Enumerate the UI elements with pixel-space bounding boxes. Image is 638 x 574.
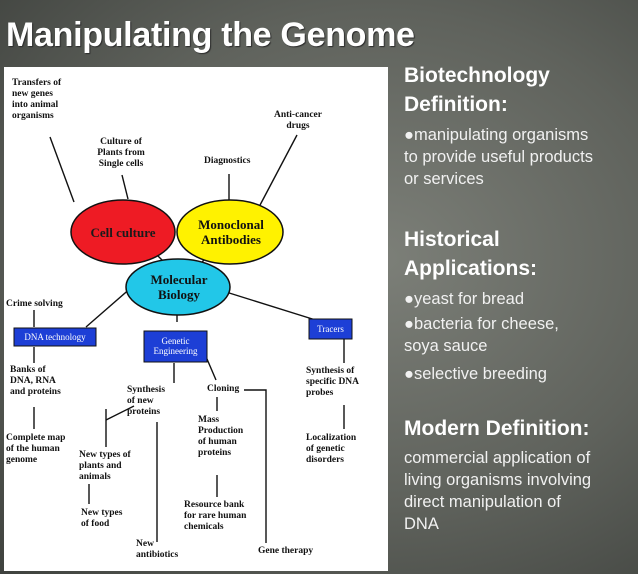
genetic-engineering-box — [143, 330, 208, 363]
dna-technology-label: DNA technology — [24, 332, 86, 342]
synthesis-proteins-label: Synthesis of new proteins — [127, 385, 166, 417]
gene-therapy-label: Gene therapy — [258, 546, 314, 556]
localization-label: Localization of genetic disorders — [306, 433, 357, 465]
synthesis-dna-label: Synthesis of specific DNA probes — [306, 366, 360, 398]
biotech-body: ●manipulating organisms to provide usefu… — [404, 126, 593, 188]
new-types-food-label: New types of food — [81, 508, 123, 529]
modern-body: commercial application of living organis… — [404, 449, 592, 533]
monoclonal-antibodies-oval — [176, 199, 284, 265]
modern-heading: Modern Definition: — [404, 417, 590, 440]
crime-solving-label: Crime solving — [6, 299, 63, 309]
anti-cancer-label: Anti-cancer drugs — [273, 110, 322, 131]
diagram-connectors — [13, 134, 353, 543]
historical-heading-2: Applications: — [404, 257, 538, 280]
biotechnology-diagram: Cell culture Monoclonal Antibodies Molec… — [4, 67, 388, 571]
resource-bank-label: Resource bank for rare human chemicals — [184, 500, 247, 532]
molecular-biology-label: Molecular Biology — [150, 272, 208, 302]
banks-label: Banks of DNA, RNA and proteins — [10, 365, 61, 397]
cloning-label: Cloning — [207, 384, 240, 394]
new-types-plants-label: New types of plants and animals — [79, 450, 131, 482]
monoclonal-antibodies-label: Monoclonal Antibodies — [198, 217, 264, 247]
cell-culture-oval — [70, 199, 176, 265]
slide-title: Manipulating the Genome — [6, 16, 415, 54]
dna-technology-box — [13, 327, 97, 347]
historical-item-yeast: ●yeast for bread — [404, 290, 525, 308]
transfers-label: Transfers of new genes into animal organ… — [12, 78, 62, 121]
genetic-engineering-label: Genetic Engineering — [153, 336, 198, 356]
tracers-label: Tracers — [317, 324, 344, 334]
molecular-biology-oval — [125, 258, 231, 316]
mass-production-label: Mass Production of human proteins — [198, 415, 244, 458]
culture-plants-label: Culture of Plants from Single cells — [97, 137, 145, 169]
biotech-heading-1: Biotechnology — [404, 64, 550, 87]
tracers-box — [308, 318, 353, 340]
historical-heading-1: Historical — [404, 228, 500, 251]
complete-map-label: Complete map of the human genome — [6, 433, 66, 465]
new-antibiotics-label: New antibiotics — [136, 539, 179, 560]
cell-culture-label: Cell culture — [90, 225, 156, 240]
diagnostics-label: Diagnostics — [204, 156, 251, 166]
historical-item-breeding: ●selective breeding — [404, 365, 547, 383]
biotech-heading-2: Definition: — [404, 93, 508, 116]
historical-item-bacteria: ●bacteria for cheese, soya sauce — [404, 315, 559, 355]
